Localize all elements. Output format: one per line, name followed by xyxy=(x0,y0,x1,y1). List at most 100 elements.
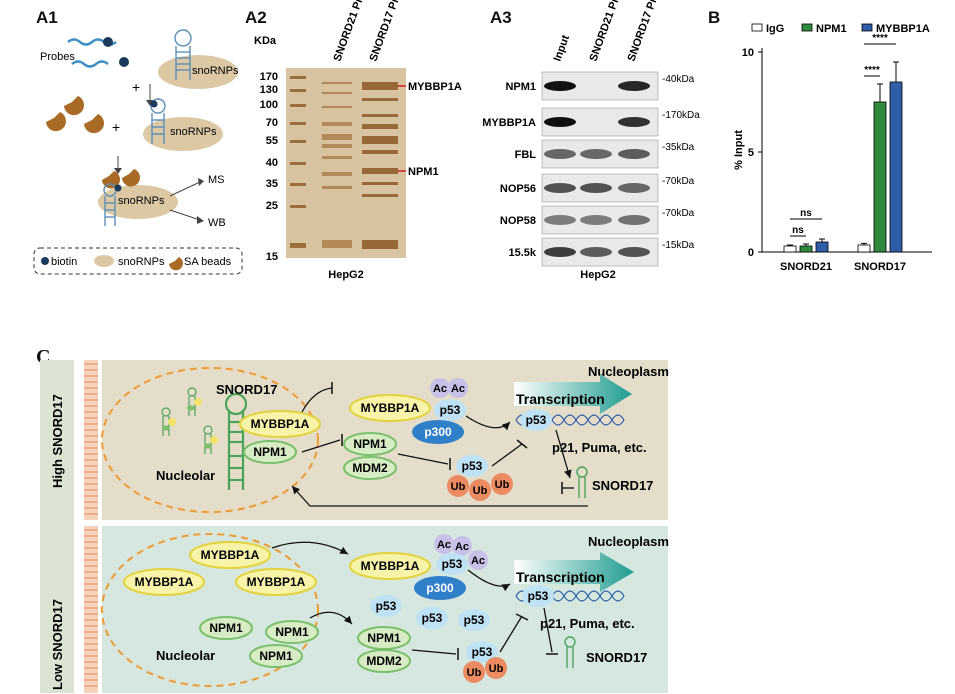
a1-workflow-diagram: Probes snoRNPs + + snoRNPs snoRNPs MS xyxy=(33,29,243,275)
nucleolus-boundary xyxy=(101,367,319,513)
npm1-protein xyxy=(265,620,319,644)
mybbp1a-protein xyxy=(349,394,431,422)
marker-label: 15 xyxy=(266,251,278,263)
blot-band xyxy=(580,247,612,257)
nucleolar-label: Nucleolar xyxy=(156,648,215,663)
marker-label: 70 xyxy=(266,117,278,129)
nucleoplasm-label: Nucleoplasm xyxy=(588,534,669,549)
p53-label: p53 xyxy=(442,557,463,571)
significance-label: ns xyxy=(792,225,804,236)
blot-band xyxy=(618,149,650,159)
mybbp1a-protein xyxy=(349,552,431,580)
snornps-mid-label: snoRNPs xyxy=(170,126,217,138)
ac-label: Ac xyxy=(471,555,485,567)
marker-label: 35 xyxy=(266,178,278,190)
arrow-down-icon xyxy=(114,168,122,174)
marker-label: 100 xyxy=(260,99,278,111)
blot-size-label: -40kDa xyxy=(662,74,695,85)
blot-size-label: -70kDa xyxy=(662,176,695,187)
legend-swatch xyxy=(861,23,873,32)
bar xyxy=(873,101,887,253)
blot-band xyxy=(618,81,650,91)
p300-protein xyxy=(414,576,466,600)
blot-label: NPM1 xyxy=(505,81,536,93)
ub-label: Ub xyxy=(451,481,466,493)
p53-ub-label: p53 xyxy=(462,459,483,473)
p53-label: p53 xyxy=(440,403,461,417)
blot-band xyxy=(580,183,612,193)
npm1-np-label: NPM1 xyxy=(353,437,387,451)
p300-label: p300 xyxy=(426,581,454,595)
p53-dna-protein xyxy=(520,409,552,431)
acetyl-group xyxy=(434,534,454,554)
snord17-lane xyxy=(362,82,398,249)
p53-free-label: p53 xyxy=(422,611,443,625)
sa-bead-icon xyxy=(84,114,104,134)
blot-band xyxy=(580,149,612,159)
blot-band xyxy=(544,247,576,257)
p53-free-label: p53 xyxy=(376,599,397,613)
transcription-arrow xyxy=(514,552,634,592)
legend-swatch xyxy=(751,23,763,32)
blot-size-label: -35kDa xyxy=(662,142,695,153)
p300-protein xyxy=(412,420,464,444)
x-tick-label: SNORD21 xyxy=(780,261,832,273)
blot-label: MYBBP1A xyxy=(482,117,536,129)
p53-protein xyxy=(456,455,488,477)
snornp-icon xyxy=(94,255,114,267)
acetyl-group xyxy=(448,378,468,398)
probes-label: Probes xyxy=(40,51,75,63)
a2-silver-gel: KDa 170 130 100 70 55 40 35 25 15 SNORD2… xyxy=(254,0,462,281)
ub-label: Ub xyxy=(489,663,504,675)
legend-swatch xyxy=(801,23,813,32)
p53-dna-label: p53 xyxy=(526,413,547,427)
y-tick-label: 5 xyxy=(748,147,754,159)
p53-protein xyxy=(466,641,498,663)
blot-size-label: -15kDa xyxy=(662,240,695,251)
nucleolar-label: Nucleolar xyxy=(156,468,215,483)
blot-band xyxy=(544,183,576,193)
p53-dna-protein xyxy=(522,585,554,607)
marker-lane xyxy=(290,76,306,248)
p53-protein xyxy=(370,595,402,617)
npm1-label: NPM1 xyxy=(259,649,293,663)
ms-label: MS xyxy=(208,174,225,186)
transcription-label: Transcription xyxy=(516,391,605,407)
panel-label-a3: A3 xyxy=(490,8,512,27)
mybbp1a-label: MYBBP1A xyxy=(247,575,306,589)
panel-label-b: B xyxy=(708,8,721,27)
blot-label: 15.5k xyxy=(508,247,536,259)
probe-strand-icon xyxy=(71,60,109,68)
npm1-protein xyxy=(199,616,253,640)
y-tick-label: 0 xyxy=(748,247,754,259)
marker-label: 55 xyxy=(266,135,278,147)
lane-label-snord21: SNORD21 Probes xyxy=(588,0,631,63)
plus-sign: + xyxy=(132,79,140,95)
ubiquitin xyxy=(463,661,485,683)
ac-label: Ac xyxy=(455,541,469,553)
y-tick-label: 10 xyxy=(742,47,754,59)
panel-label-a1: A1 xyxy=(36,8,58,27)
lane-label-snord17: SNORD17 Probes xyxy=(626,0,669,63)
mdm2-protein xyxy=(357,649,411,673)
ub-label: Ub xyxy=(473,485,488,497)
band-label-mybbp1a: MYBBP1A xyxy=(408,81,462,93)
y-axis-label: % Input xyxy=(733,130,745,170)
mybbp1a-np-label: MYBBP1A xyxy=(361,401,420,415)
legend-label: IgG xyxy=(766,23,784,35)
p53-dna-label: p53 xyxy=(528,589,549,603)
plus-sign: + xyxy=(112,119,120,135)
mybbp1a-protein xyxy=(189,541,271,569)
blot-band xyxy=(544,149,576,159)
biotin-icon xyxy=(41,257,49,265)
mdm2-label: MDM2 xyxy=(352,461,388,475)
snornps-bottom-label: snoRNPs xyxy=(118,195,165,207)
snord17-target-hairpin-icon xyxy=(576,466,588,498)
acetyl-group xyxy=(430,378,450,398)
blot-band xyxy=(544,215,576,225)
mybbp1a-protein xyxy=(123,568,205,596)
mybbp1a-label: MYBBP1A xyxy=(135,575,194,589)
mybbp1a-label: MYBBP1A xyxy=(251,417,310,431)
arrow-icon xyxy=(197,216,204,224)
legend-biotin: biotin xyxy=(51,256,77,268)
